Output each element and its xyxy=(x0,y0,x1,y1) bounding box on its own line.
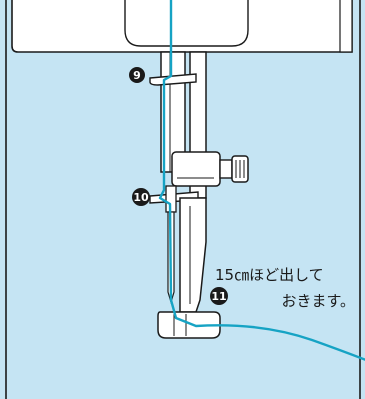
note-line-2: おきます。 xyxy=(281,292,355,310)
machine-front-panel xyxy=(339,0,353,53)
machine-head xyxy=(11,0,353,53)
step-marker-10: 10 xyxy=(132,188,150,206)
thread-path xyxy=(158,0,365,361)
clamp-screw-shaft xyxy=(219,159,233,179)
note-line-1: 15㎝ほど出して xyxy=(215,266,324,284)
step-number-11: 11 xyxy=(211,290,226,303)
needle-clamp xyxy=(171,151,221,187)
step-marker-9: 9 xyxy=(129,67,145,83)
needle-bar-thread-guide xyxy=(149,73,197,86)
step-marker-11: 11 xyxy=(210,287,228,305)
panel-frame xyxy=(5,0,361,399)
step-number-10: 10 xyxy=(133,191,149,204)
machine-head-detail xyxy=(124,0,249,47)
step-number-9: 9 xyxy=(133,69,141,82)
